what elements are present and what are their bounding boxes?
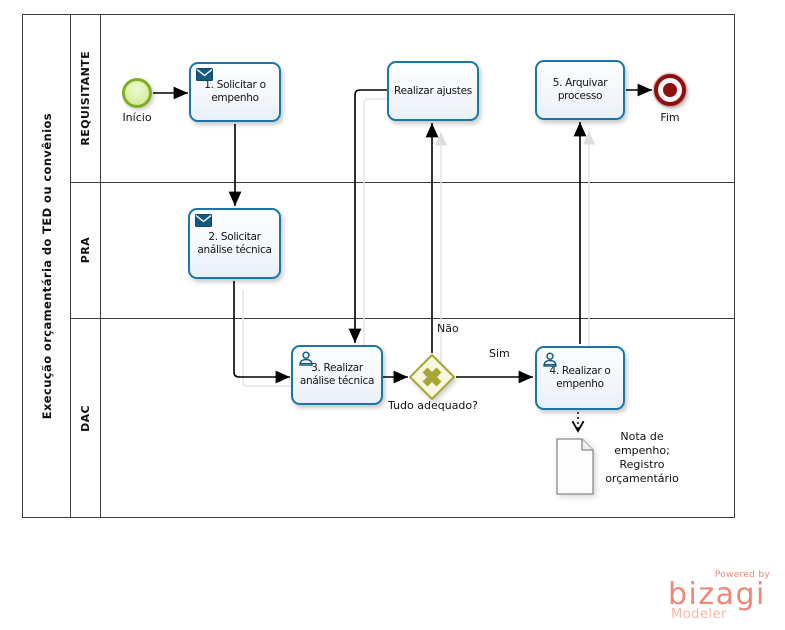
- end-event-dot: [663, 83, 677, 97]
- task-5-arquivar-processo[interactable]: 5. Arquivar processo: [535, 60, 625, 120]
- start-event-label: Início: [122, 111, 152, 124]
- gateway-label: Tudo adequado?: [388, 399, 478, 412]
- start-event[interactable]: [122, 78, 152, 108]
- task-label: 5. Arquivar processo: [552, 77, 608, 102]
- data-object-label: Nota de empenho; Registro orçamentário: [605, 430, 679, 485]
- lane-label-cell: PRA: [71, 182, 101, 319]
- task-3-realizar-analise-tecnica[interactable]: 3. Realizar análise técnica: [291, 345, 383, 405]
- modeler-text: Modeler: [671, 607, 727, 622]
- end-event-label: Fim: [660, 111, 680, 124]
- lane-pra: PRA: [71, 181, 734, 319]
- task-label: Realizar ajustes: [394, 84, 472, 97]
- task-label: 2. Solicitar análise técnica: [197, 230, 272, 256]
- end-event[interactable]: [654, 74, 686, 106]
- lane-label-requisitante: REQUISITANTE: [79, 51, 92, 146]
- task-2-solicitar-analise-tecnica[interactable]: 2. Solicitar análise técnica: [188, 208, 281, 279]
- task-label: 4. Realizar o empenho: [549, 365, 611, 390]
- flow-label-nao: Não: [437, 322, 459, 335]
- task-1-solicitar-empenho[interactable]: 1. Solicitar o empenho: [189, 62, 281, 122]
- lane-label-dac: DAC: [79, 404, 92, 432]
- message-icon: [196, 68, 213, 85]
- flow-label-sim: Sim: [489, 347, 510, 360]
- user-task-icon: [542, 352, 560, 371]
- lane-label-cell: REQUISITANTE: [71, 15, 101, 182]
- message-icon: [195, 214, 212, 231]
- data-object-nota-empenho[interactable]: [556, 438, 596, 496]
- lane-label-pra: PRA: [79, 237, 92, 264]
- task-realizar-ajustes[interactable]: Realizar ajustes: [387, 61, 479, 121]
- bizagi-watermark: Powered by bizagi Modeler: [668, 570, 772, 621]
- user-task-icon: [298, 351, 316, 370]
- task-label: 3. Realizar análise técnica: [299, 362, 375, 387]
- powered-by-text: Powered by: [714, 570, 770, 580]
- bizagi-logo-text: bizagi: [668, 577, 766, 612]
- lane-dac: DAC: [71, 318, 734, 518]
- task-4-realizar-empenho[interactable]: 4. Realizar o empenho: [535, 346, 625, 410]
- lanes-container: REQUISITANTE PRA DAC: [71, 15, 734, 518]
- pool-title-cell: Execução orçamentária do TED ou convênio…: [23, 15, 71, 517]
- pool-title: Execução orçamentária do TED ou convênio…: [39, 112, 54, 420]
- lane-requisitante: REQUISITANTE: [71, 15, 734, 182]
- lane-label-cell: DAC: [71, 319, 101, 518]
- exclusive-gateway[interactable]: [408, 353, 456, 401]
- task-label: 1. Solicitar o empenho: [204, 79, 266, 104]
